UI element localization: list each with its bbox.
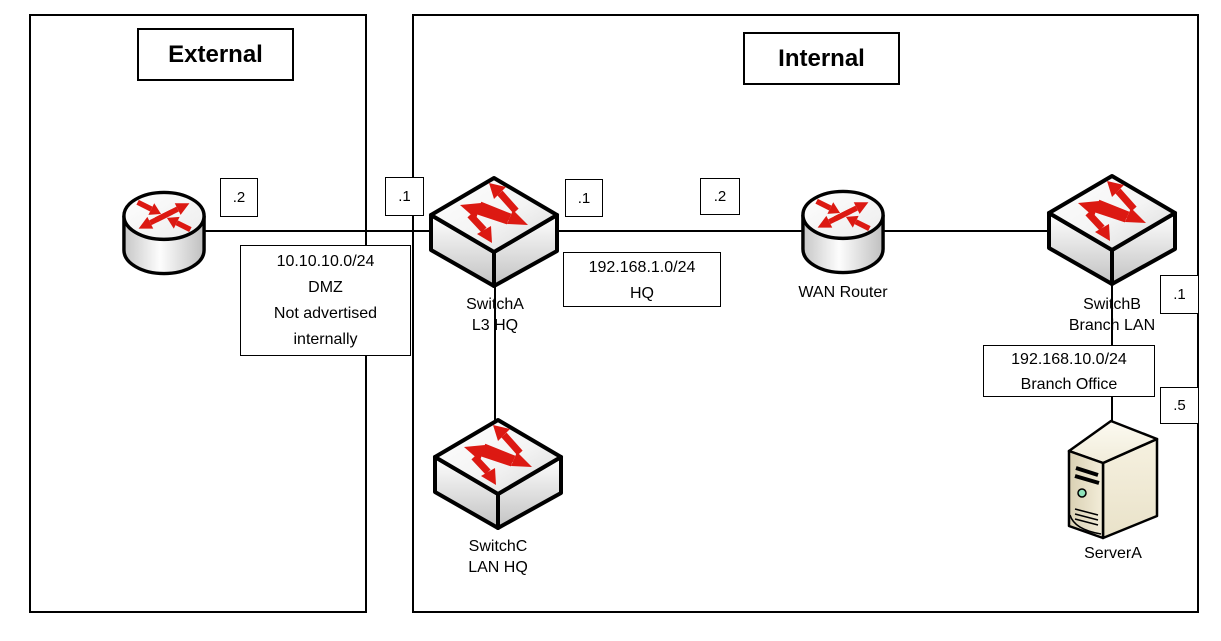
router-icon: [122, 190, 206, 276]
switch-c-role: LAN HQ: [468, 559, 528, 576]
interface-label-server-a: .5: [1160, 387, 1199, 424]
switch-a-label: SwitchA L3 HQ: [424, 294, 566, 336]
branch-subnet: 192.168.10.0/24: [1011, 351, 1127, 368]
external-zone-label: External: [168, 40, 263, 68]
interface-label-switch-b: .1: [1160, 275, 1199, 314]
interface-value: .1: [577, 189, 591, 207]
switch-c-name: SwitchC: [468, 538, 528, 555]
server-a-label: ServerA: [1042, 543, 1184, 564]
interface-value: .2: [713, 188, 727, 205]
wan-router-label: WAN Router: [771, 282, 915, 303]
dmz-note-line2: internally: [293, 331, 358, 348]
interface-value: .1: [1173, 286, 1186, 303]
link-switch-a-to-wan-router: [520, 230, 860, 232]
interface-label-wan-router: .2: [700, 178, 740, 215]
switch-b-label: SwitchB Branch LAN: [1041, 294, 1183, 336]
switch-icon: [429, 176, 559, 288]
server-led: [1077, 488, 1087, 498]
hq-subnet: 192.168.1.0/24: [588, 259, 696, 276]
interface-value: .1: [398, 188, 411, 205]
dmz-note-line1: Not advertised: [273, 305, 378, 322]
switch-c-label: SwitchC LAN HQ: [428, 536, 568, 578]
wan-router-name: WAN Router: [798, 284, 888, 301]
internal-zone-label: Internal: [778, 44, 865, 72]
edge-router: [121, 190, 207, 277]
link-edge-router-to-switch-a: [170, 230, 470, 232]
interface-label-edge-router: .2: [220, 178, 258, 217]
dmz-name: DMZ: [308, 279, 343, 296]
interface-value: .5: [1173, 397, 1186, 414]
hq-name: HQ: [630, 285, 654, 302]
switch-a: [428, 175, 560, 289]
branch-name: Branch Office: [1020, 376, 1118, 393]
switch-icon: [433, 418, 563, 530]
internal-zone-title: Internal: [743, 32, 900, 85]
link-wan-router-to-switch-b: [830, 230, 1111, 232]
interface-label-switch-a-hq: .1: [565, 179, 603, 217]
server-a-name: ServerA: [1084, 545, 1142, 562]
network-note-branch: 192.168.10.0/24 Branch Office: [983, 345, 1155, 397]
interface-label-switch-a-dmz: .1: [385, 177, 424, 216]
interface-value: .2: [232, 189, 246, 206]
network-note-dmz: 10.10.10.0/24 DMZ Not advertised interna…: [240, 245, 411, 356]
switch-icon: [1047, 174, 1177, 286]
external-zone-title: External: [137, 28, 294, 81]
switch-b: [1046, 173, 1178, 287]
switch-a-name: SwitchA: [466, 296, 524, 313]
switch-c: [432, 417, 564, 531]
switch-a-role: L3 HQ: [471, 317, 519, 334]
network-note-hq: 192.168.1.0/24 HQ: [563, 252, 721, 307]
dmz-subnet: 10.10.10.0/24: [276, 253, 375, 270]
server-a: [1067, 419, 1159, 540]
link-switch-a-to-switch-c: [494, 254, 496, 474]
router-icon: [801, 189, 885, 275]
server-icon: [1067, 419, 1159, 540]
switch-b-role: Branch LAN: [1068, 317, 1156, 334]
wan-router: [800, 189, 886, 276]
switch-b-name: SwitchB: [1083, 296, 1141, 313]
